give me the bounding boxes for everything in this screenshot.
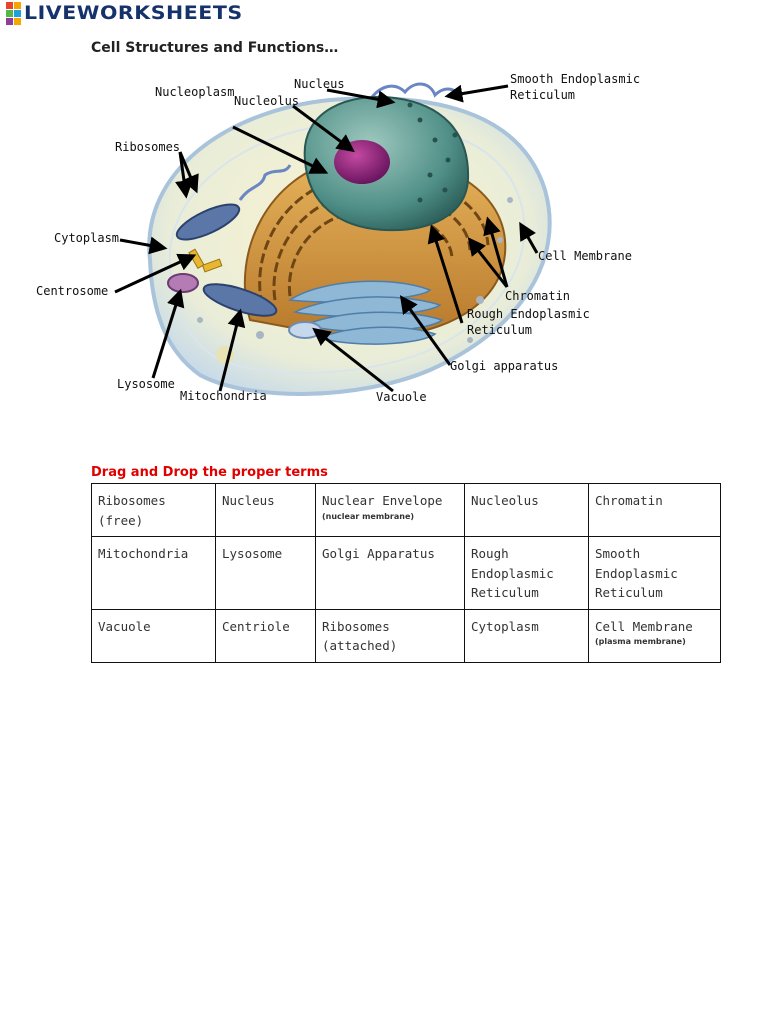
term-label: Lysosome: [222, 546, 283, 561]
term-nucleolus[interactable]: Nucleolus: [464, 483, 589, 537]
label-vacuole: Vacuole: [376, 390, 427, 404]
nucleolus-shape: [334, 140, 390, 184]
table-row: Vacuole Centriole Ribosomes (attached) C…: [91, 608, 721, 663]
term-golgi-apparatus[interactable]: Golgi Apparatus: [315, 536, 465, 610]
term-label: Golgi Apparatus: [322, 546, 435, 561]
label-cytoplasm: Cytoplasm: [54, 231, 120, 245]
table-row: Mitochondria Lysosome Golgi Apparatus Ro…: [91, 536, 721, 610]
term-centriole[interactable]: Centriole: [215, 608, 316, 663]
liveworksheets-logo: LIVEWORKSHEETS: [6, 1, 242, 25]
term-cell-membrane[interactable]: Cell Membrane (plasma membrane): [588, 608, 721, 663]
cytoplasm-granules: [197, 197, 513, 364]
term-sublabel: (nuclear membrane): [322, 511, 415, 521]
term-nucleus[interactable]: Nucleus: [215, 483, 316, 537]
term-label: Rough Endoplasmic Reticulum: [471, 546, 554, 600]
term-label: Ribosomes (attached): [322, 618, 398, 654]
label-chromatin: Chromatin: [505, 289, 571, 303]
label-rough-er: Rough Endoplasmic Reticulum: [467, 307, 590, 337]
lysosome-shape: [167, 273, 199, 293]
term-label: Cell Membrane: [595, 618, 693, 634]
term-label: Ribosomes (free): [98, 493, 166, 528]
label-nucleoplasm: Nucleoplasm: [155, 85, 235, 99]
term-sublabel: (plasma membrane): [595, 637, 686, 646]
mitochondria-shape: [175, 203, 278, 317]
table-row: Ribosomes (free) Nucleus Nuclear Envelop…: [91, 483, 721, 537]
term-label: Mitochondria: [98, 546, 189, 561]
instruction-heading: Drag and Drop the proper terms: [91, 465, 328, 480]
term-ribosomes-attached[interactable]: Ribosomes (attached): [315, 608, 465, 663]
term-chromatin[interactable]: Chromatin: [588, 483, 721, 537]
term-cytoplasm[interactable]: Cytoplasm: [464, 608, 589, 663]
cell-diagram: Nucleus Nucleoplasm Nucleolus Smooth End…: [0, 60, 768, 420]
term-rough-er[interactable]: Rough Endoplasmic Reticulum: [464, 536, 589, 610]
label-smooth-er: Smooth Endoplasmic Reticulum: [510, 72, 641, 102]
term-ribosomes-free[interactable]: Ribosomes (free): [91, 483, 216, 537]
animal-cell-illustration: [114, 82, 552, 396]
label-mitochondria: Mitochondria: [180, 389, 267, 403]
label-golgi: Golgi apparatus: [450, 359, 559, 373]
label-nucleus: Nucleus: [294, 77, 345, 91]
logo-squares-icon: [6, 1, 21, 25]
label-lysosome: Lysosome: [117, 377, 175, 391]
term-smooth-er[interactable]: Smooth Endoplasmic Reticulum: [588, 536, 721, 610]
term-label: Centriole: [222, 618, 290, 634]
term-label: Nuclear Envelope: [322, 493, 443, 508]
term-label: Vacuole: [98, 618, 151, 634]
terms-table: Ribosomes (free) Nucleus Nuclear Envelop…: [91, 483, 721, 663]
label-arrows: [114, 84, 539, 393]
label-nucleolus: Nucleolus: [234, 94, 300, 108]
term-label: Nucleus: [222, 493, 275, 508]
term-label: Nucleolus: [471, 493, 539, 508]
nucleus-shape: [303, 95, 470, 232]
term-vacuole[interactable]: Vacuole: [91, 608, 216, 663]
label-cell-membrane: Cell Membrane: [538, 249, 632, 263]
logo-text: LIVEWORKSHEETS: [24, 2, 243, 24]
term-label: Smooth Endoplasmic Reticulum: [595, 546, 678, 600]
term-mitochondria[interactable]: Mitochondria: [91, 536, 216, 610]
term-lysosome[interactable]: Lysosome: [215, 536, 316, 610]
page-title: Cell Structures and Functions…: [91, 40, 339, 56]
label-centrosome: Centrosome: [36, 284, 109, 298]
term-label: Chromatin: [595, 493, 663, 508]
term-label: Cytoplasm: [471, 618, 539, 634]
term-nuclear-envelope[interactable]: Nuclear Envelope (nuclear membrane): [315, 483, 465, 537]
label-ribosomes: Ribosomes: [115, 140, 181, 154]
